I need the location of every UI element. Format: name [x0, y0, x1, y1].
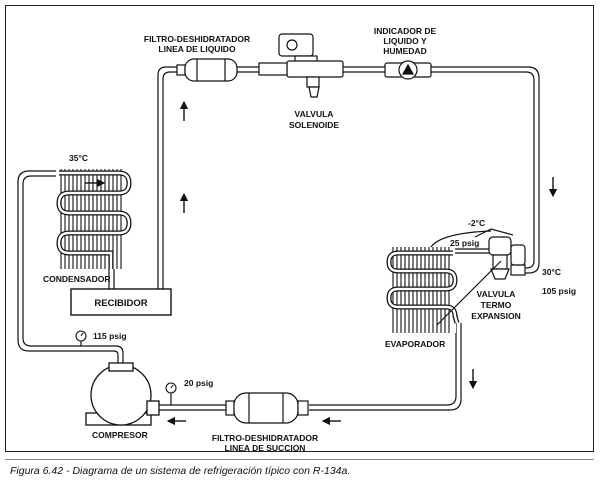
label-indicator-3: HUMEDAD — [383, 46, 426, 56]
flow-arrows — [85, 100, 558, 426]
label-suction-pressure: 20 psig — [184, 378, 213, 388]
label-evap-temp: -2°C — [468, 218, 485, 228]
label-compressor: COMPRESOR — [92, 430, 148, 440]
label-solenoid-1: VALVULA — [295, 109, 334, 119]
label-suction-filter-1: FILTRO-DESHIDRATADOR — [212, 433, 318, 443]
label-condenser: CONDENSADOR — [43, 274, 111, 284]
thermo-expansion-valve — [430, 228, 526, 326]
label-liquid-filter-1: FILTRO-DESHIDRATADOR — [144, 34, 250, 44]
label-txv-3: EXPANSION — [471, 311, 520, 321]
condenser-coil — [56, 169, 132, 269]
refrigeration-diagram: FILTRO-DESHIDRATADOR LINEA DE LIQUIDO IN… — [17, 26, 576, 453]
label-txv-2: TERMO — [481, 300, 512, 310]
label-liquid-pressure: 105 psig — [542, 286, 576, 296]
caption-divider — [5, 459, 594, 460]
liquid-filter-drier — [176, 58, 238, 82]
label-solenoid-2: SOLENOIDE — [289, 120, 339, 130]
discharge-gauge-icon — [75, 330, 87, 342]
label-condenser-temp: 35°C — [69, 153, 88, 163]
label-indicator-1: INDICADOR DE — [374, 26, 437, 36]
labels: FILTRO-DESHIDRATADOR LINEA DE LIQUIDO IN… — [43, 26, 576, 453]
label-liquid-temp: 30°C — [542, 267, 561, 277]
receiver-tank — [70, 288, 172, 316]
compressor — [85, 362, 160, 426]
label-liquid-filter-2: LINEA DE LIQUIDO — [158, 44, 236, 54]
label-receiver: RECIBIDOR — [94, 298, 147, 309]
piping — [17, 66, 540, 411]
suction-filter-drier — [225, 392, 309, 424]
label-txv-1: VALVULA — [477, 289, 516, 299]
evaporator-coil — [386, 247, 460, 333]
suction-gauge-icon — [165, 382, 177, 394]
solenoid-valve — [258, 33, 344, 98]
diagram-frame: FILTRO-DESHIDRATADOR LINEA DE LIQUIDO IN… — [5, 5, 594, 453]
label-indicator-2: LIQUIDO Y — [383, 36, 427, 46]
label-evaporator: EVAPORADOR — [385, 339, 445, 349]
sight-glass — [384, 60, 432, 80]
label-suction-filter-2: LINEA DE SUCCION — [225, 443, 306, 453]
figure-caption: Figura 6.42 - Diagrama de un sistema de … — [10, 465, 351, 477]
label-discharge-pressure: 115 psig — [93, 331, 127, 341]
label-evap-pressure: 25 psig — [450, 238, 479, 248]
